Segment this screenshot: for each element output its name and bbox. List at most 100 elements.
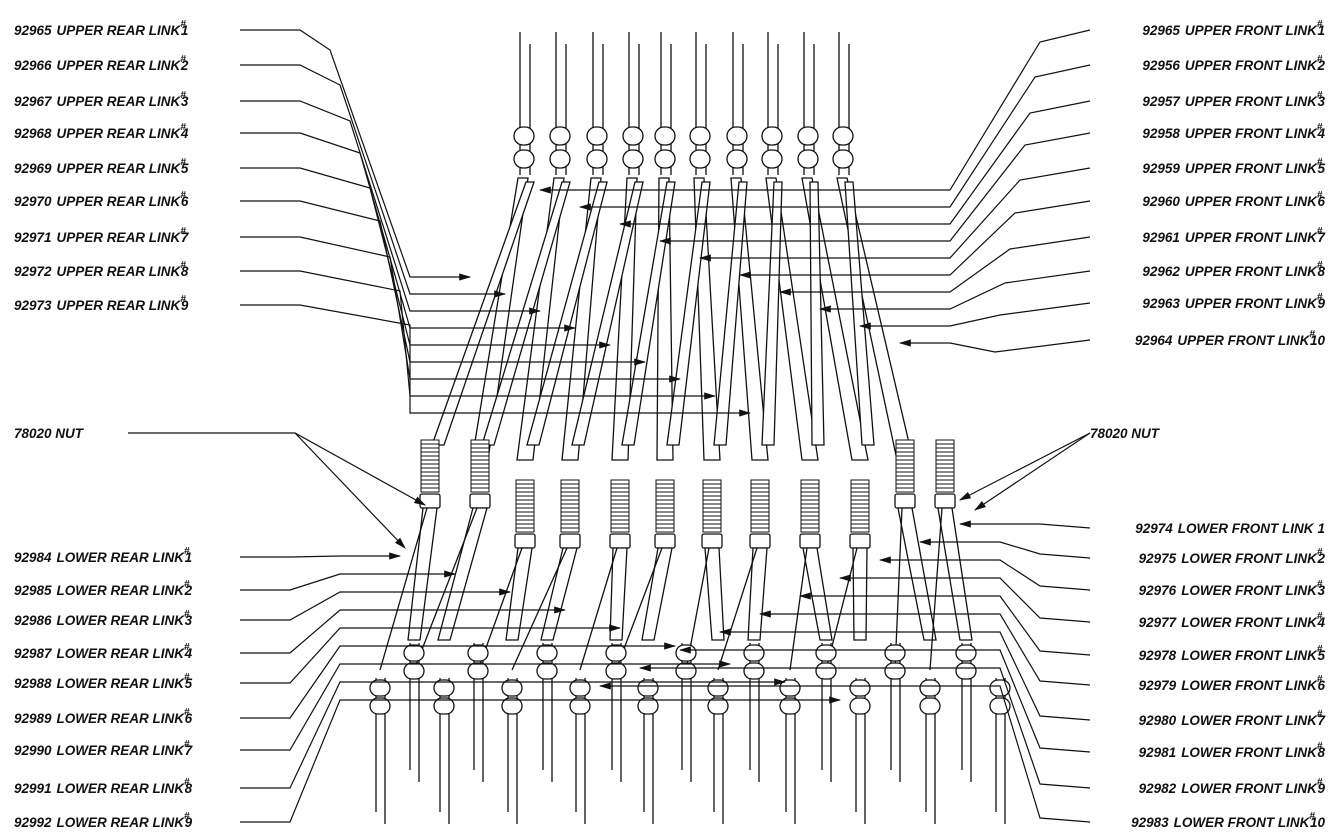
upper-front-link-label-text: UPPER FRONT LINK [1185, 194, 1318, 209]
nut [609, 533, 631, 549]
lower-rear-link-label-text: LOWER REAR LINK [57, 743, 186, 758]
lower-clevis [605, 662, 627, 680]
upper-front-link-label-mark: # [1317, 122, 1323, 133]
upper-clevis [549, 126, 571, 146]
lower-link-bar [540, 547, 578, 641]
lower-rear-link-label-mark: # [184, 579, 190, 590]
lower-clevis [779, 697, 801, 715]
lower-rear-link-label-mark: # [184, 777, 190, 788]
lower-rear-link-label-mark: # [184, 707, 190, 718]
lower-rear-leader [240, 696, 842, 823]
lower-rear-link-label-index: 7 [185, 743, 194, 758]
lower-rear-link-label-mark: # [184, 811, 190, 822]
lower-clevis [369, 697, 391, 715]
upper-rear-link-label-index: 3 [181, 94, 189, 109]
lower-front-leader [598, 682, 1091, 823]
thread-body [850, 479, 870, 533]
threaded-rod [934, 439, 956, 509]
lower-front-link-label-number: 92982 [1139, 781, 1177, 796]
upper-rear-link-label-text: UPPER REAR LINK [57, 58, 182, 73]
upper-rear-leader [240, 200, 647, 366]
lower-clevis [569, 679, 591, 697]
upper-front-link-label-index: 1 [1317, 23, 1325, 38]
lower-link-edge [894, 507, 903, 671]
upper-rear-link-label-text: UPPER REAR LINK [57, 161, 182, 176]
lower-link-edge [789, 547, 808, 671]
upper-front-leader [778, 236, 1091, 296]
upper-front-link-label-number: 92964 [1135, 333, 1173, 348]
lower-rear-leader [240, 642, 677, 719]
lower-rear-link-label-number: 92992 [14, 815, 52, 830]
upper-link-bar [761, 181, 783, 446]
lower-link-bar [437, 507, 488, 641]
nut [419, 493, 441, 509]
upper-rear-link-label-index: 7 [181, 230, 190, 245]
upper-rear-link-label-text: UPPER REAR LINK [57, 194, 182, 209]
thread-body [895, 439, 915, 493]
threaded-rod [799, 479, 821, 549]
upper-front-link-label-index: 8 [1317, 264, 1325, 279]
upper-front-link-label-number: 92957 [1142, 94, 1181, 109]
upper-front-link-label-index: 3 [1317, 94, 1325, 109]
lower-front-leader [838, 574, 1091, 623]
upper-front-link-label-index: 4 [1316, 126, 1325, 141]
lower-clevis [707, 679, 729, 697]
lower-rear-link-label-text: LOWER REAR LINK [57, 815, 186, 830]
nut [469, 493, 491, 509]
lower-rear-leader [240, 588, 512, 621]
upper-rear-link-label-mark: # [180, 190, 186, 201]
threaded-rod [559, 479, 581, 549]
upper-clevis [654, 126, 676, 146]
threaded-rod [514, 479, 536, 549]
upper-clevis [797, 126, 819, 146]
lower-clevis [849, 697, 871, 715]
nut [701, 533, 723, 549]
lower-front-link-label-index: 6 [1317, 678, 1325, 693]
upper-rear-link-label-number: 92972 [14, 264, 52, 279]
upper-clevis [832, 149, 854, 169]
lower-clevis [369, 679, 391, 697]
upper-link-bar [561, 177, 602, 461]
lower-clevis [989, 697, 1011, 715]
nut [799, 533, 821, 549]
upper-clevis [689, 126, 711, 146]
lower-front-link-label-mark: # [1317, 741, 1323, 752]
lower-front-link-label-number: 92977 [1139, 615, 1178, 630]
upper-front-link-label-text: UPPER FRONT LINK [1185, 230, 1318, 245]
link-assembly [369, 32, 1011, 824]
lower-link-edge [413, 507, 478, 671]
upper-clevis [586, 149, 608, 169]
upper-rear-leader [240, 100, 542, 315]
nut-leader-left [128, 432, 427, 506]
lower-rear-link-label-text: LOWER REAR LINK [57, 613, 186, 628]
lower-rear-link-label-index: 9 [185, 815, 193, 830]
lower-front-link-label-text: LOWER FRONT LINK [1174, 815, 1311, 830]
lower-link-bar [505, 547, 533, 641]
lower-front-link-label-mark: # [1317, 644, 1323, 655]
upper-rear-leader [240, 132, 577, 332]
upper-rear-link-label-index: 2 [180, 58, 189, 73]
lower-link-edge [579, 547, 618, 671]
lower-link-bar [609, 547, 628, 641]
lower-clevis [884, 644, 906, 662]
lower-front-link-label-number: 92983 [1131, 815, 1169, 830]
lower-rear-link-label-number: 92989 [14, 711, 52, 726]
lower-front-link-label-index: 8 [1317, 745, 1325, 760]
nut-label-right: 78020 NUT [1090, 426, 1161, 441]
lower-front-leader [678, 646, 1091, 753]
lower-front-link-label-number: 92979 [1139, 678, 1177, 693]
upper-clevis [654, 149, 676, 169]
